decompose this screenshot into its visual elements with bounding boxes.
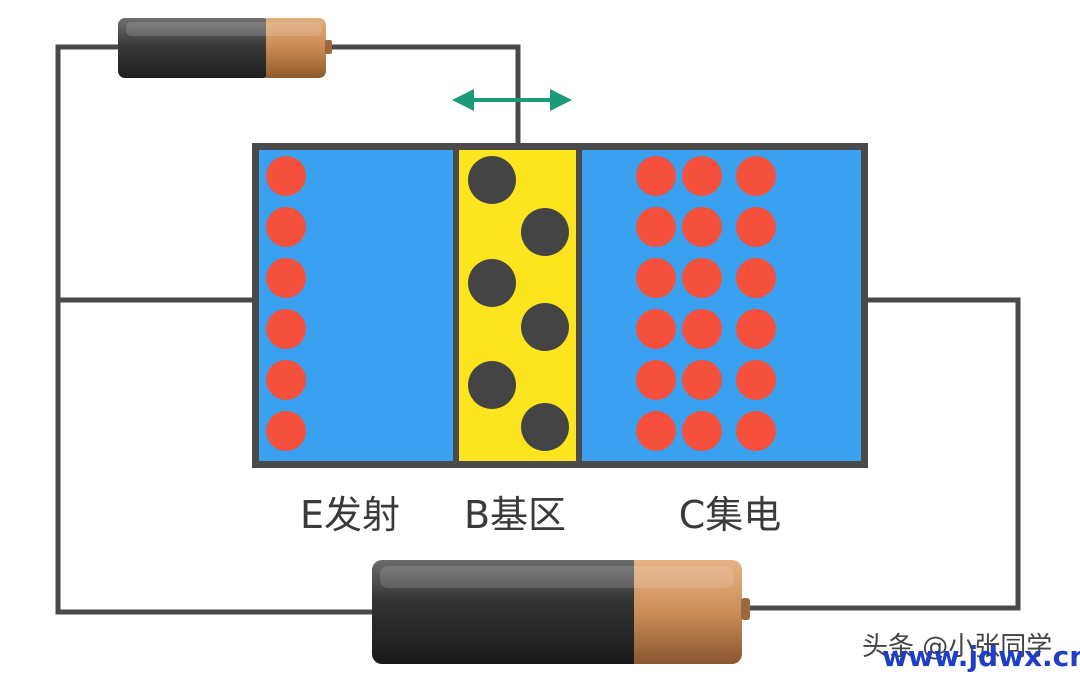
electron [682,156,722,196]
base-wire [330,44,521,144]
electron [266,258,306,298]
hole [468,259,516,307]
hole [521,208,569,256]
hole [521,303,569,351]
electron [736,309,776,349]
electron [682,411,722,451]
electron [736,207,776,247]
emitter-base-loop-wire [55,44,252,303]
double-arrow-icon [452,89,572,111]
electron [266,207,306,247]
base-holes [468,156,569,451]
collector-electrons [636,156,776,451]
emitter-region [259,150,453,461]
electron [636,309,676,349]
electron [636,360,676,400]
hole [521,403,569,451]
electron [636,156,676,196]
large-battery [372,560,750,664]
base-label: B基区 [463,493,567,537]
circuit-wires [55,44,1021,615]
electron [736,411,776,451]
electron [636,411,676,451]
electron [736,258,776,298]
electron [682,258,722,298]
hole [468,361,516,409]
electron [266,360,306,400]
transistor-body [252,143,868,468]
emitter-electrons [266,156,306,451]
electron [682,309,722,349]
watermark-author: 头条 @小张同学 [862,632,1053,662]
watermark-site: www.jdwx.cn [882,640,1080,673]
collector-region [582,150,861,461]
emitter-collector-loop-wire [55,300,372,615]
small-battery [118,18,332,78]
emitter-label: E发射 [299,493,400,537]
collector-label: C集电 [678,493,782,537]
electron [266,411,306,451]
electron [682,207,722,247]
hole [468,156,516,204]
electron [736,360,776,400]
electron [636,258,676,298]
electron [736,156,776,196]
electron [266,309,306,349]
collector-wire [745,297,1021,611]
electron [636,207,676,247]
electron [682,360,722,400]
electron [266,156,306,196]
